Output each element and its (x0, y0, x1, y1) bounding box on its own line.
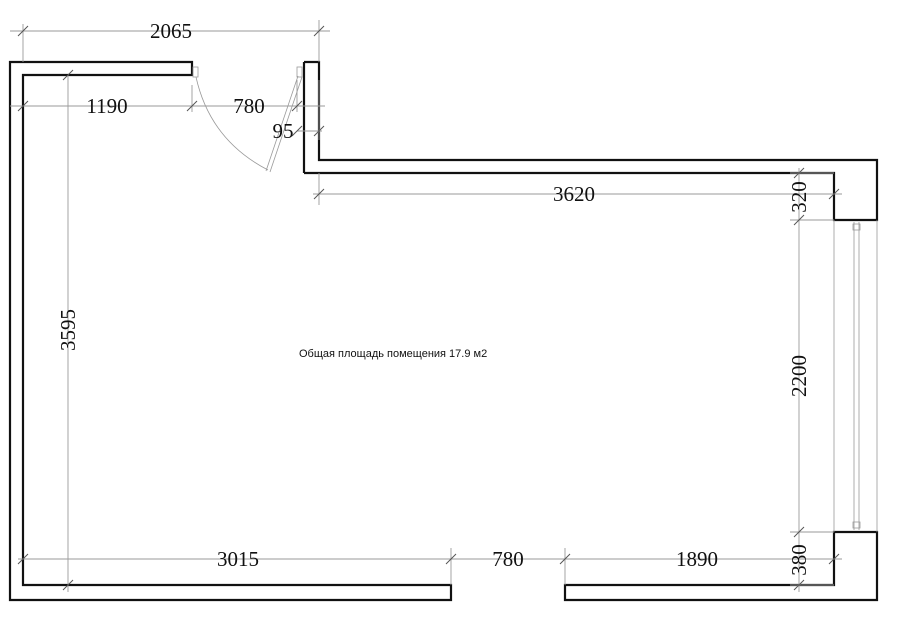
walls (8, 60, 879, 602)
dim-left-height: 3595 (56, 309, 80, 351)
dim-top-left: 1190 (86, 94, 127, 118)
wall-bottom-right (563, 530, 879, 602)
area-label: Общая площадь помещения 17.9 м2 (299, 348, 487, 360)
dim-bottom-right: 1890 (676, 547, 718, 571)
dimension-lines (10, 20, 842, 592)
dim-top-total: 2065 (150, 19, 192, 43)
window (833, 220, 878, 532)
dim-right-bottom: 380 (787, 544, 811, 576)
wall-left (8, 60, 453, 602)
dimension-labels: 2065 1190 780 95 3620 320 2200 380 3595 … (56, 19, 811, 576)
dim-right-top: 320 (787, 181, 811, 213)
dim-door-bottom: 780 (492, 547, 524, 571)
wall-top (304, 60, 879, 222)
dim-inner-top: 3620 (553, 182, 595, 206)
dim-jamb: 95 (273, 119, 294, 143)
dim-window: 2200 (787, 355, 811, 397)
dim-door-top: 780 (233, 94, 265, 118)
dim-bottom-left: 3015 (217, 547, 259, 571)
